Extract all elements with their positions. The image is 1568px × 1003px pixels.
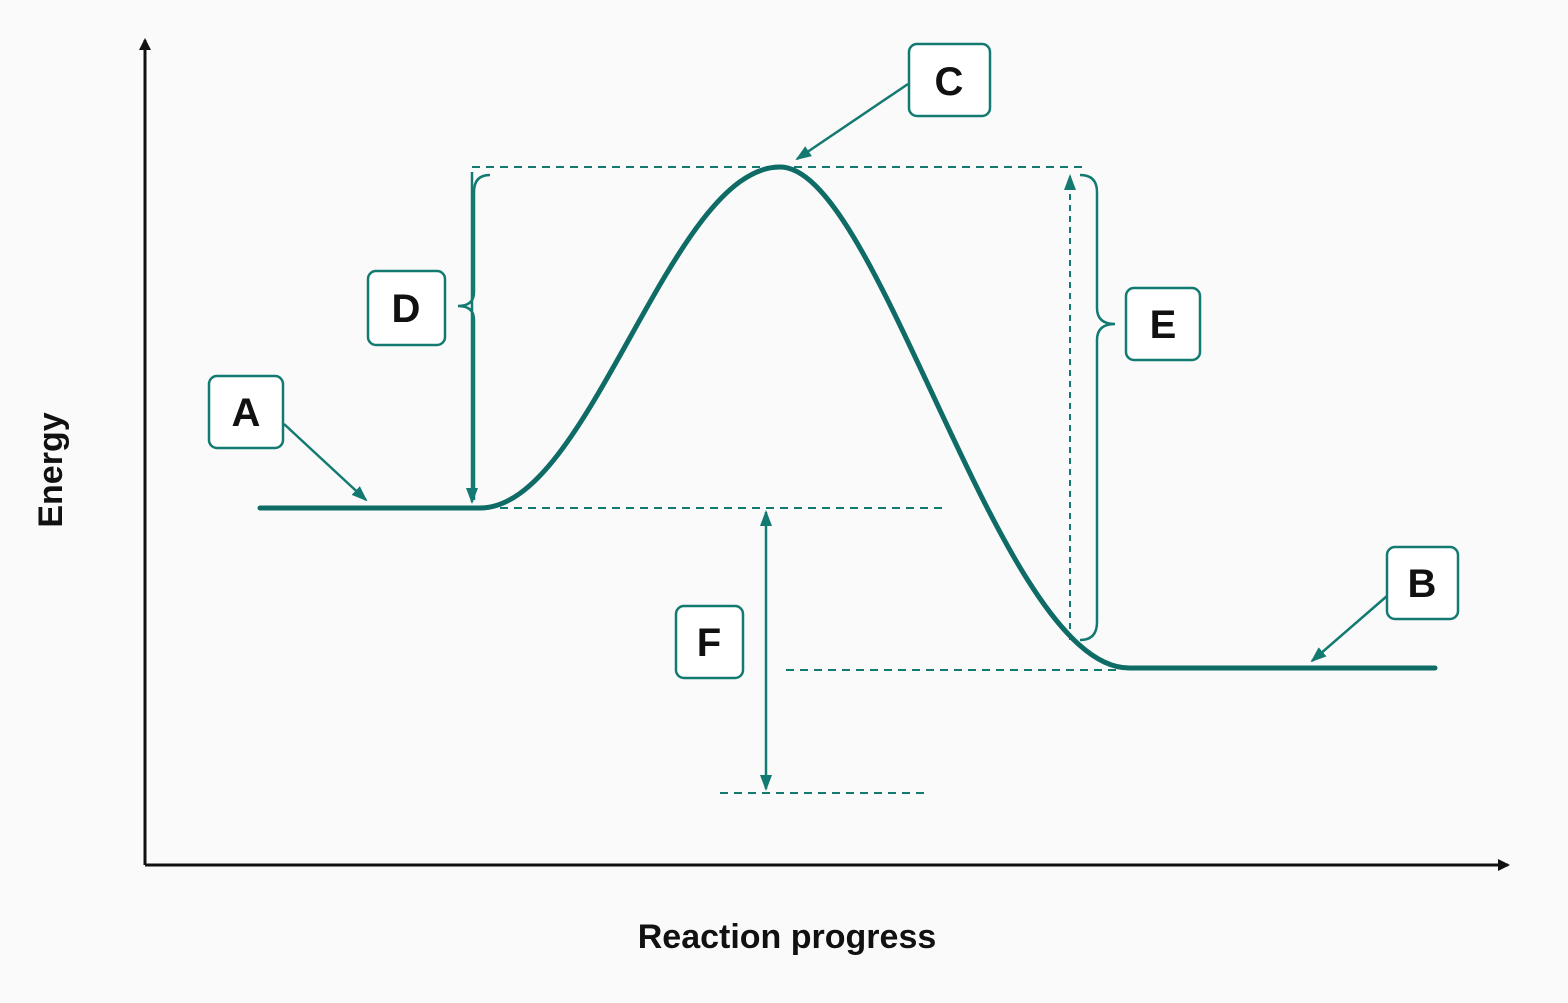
c-pointer-arrow xyxy=(795,82,909,161)
label-box-e: E xyxy=(1124,286,1202,362)
label-b-text: B xyxy=(1408,562,1437,606)
d-brace xyxy=(457,173,491,500)
e-brace xyxy=(1079,173,1116,642)
label-a-text: A xyxy=(232,391,261,435)
label-d-text: D xyxy=(392,287,421,331)
a-pointer-arrow xyxy=(283,423,368,502)
label-box-b: B xyxy=(1385,545,1460,621)
label-box-c: C xyxy=(907,42,992,118)
label-c-text: C xyxy=(935,60,964,104)
x-axis-label: Reaction progress xyxy=(638,918,937,956)
energy-curve xyxy=(257,164,1438,671)
label-e-text: E xyxy=(1150,303,1177,347)
label-f-text: F xyxy=(697,621,721,665)
label-box-d: D xyxy=(366,269,447,347)
label-box-a: A xyxy=(207,374,285,450)
label-box-f: F xyxy=(674,604,745,680)
b-pointer-arrow xyxy=(1310,595,1388,663)
y-axis-label: Energy xyxy=(32,412,70,527)
